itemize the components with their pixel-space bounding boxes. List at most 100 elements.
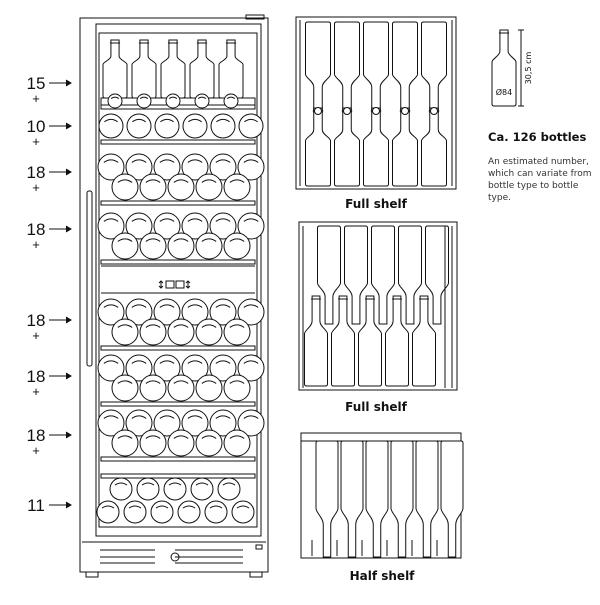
bottle-base-shine [159, 304, 175, 308]
shelf-upright-bottles [100, 39, 256, 109]
bottle-base-shine [236, 505, 250, 509]
bottle-base [97, 409, 125, 437]
shelf-rail [100, 259, 256, 265]
bottle-base-shine [131, 218, 147, 222]
bottle-base [231, 500, 255, 524]
half-shelf-view [300, 432, 464, 559]
bottle-base-shine [215, 304, 231, 308]
bottle-base [97, 212, 125, 240]
shelf-double-row-e [97, 409, 265, 457]
bottle-base [237, 298, 265, 326]
cork [430, 107, 438, 115]
bottle [334, 107, 360, 187]
bottle-base [125, 212, 153, 240]
bottle [160, 39, 186, 99]
wine-cabinet-front [79, 14, 269, 578]
bottle-base-shine [197, 96, 207, 99]
bottle-base [181, 298, 209, 326]
shelf-count-value: 10 [27, 117, 46, 136]
shelf-count-value: 15 [27, 74, 46, 93]
bottle-base [195, 429, 223, 457]
bottle-base-shine [132, 118, 146, 123]
shelf-count-plus: + [32, 443, 40, 458]
door-handle [86, 190, 93, 367]
full-shelf-view-middle [298, 221, 458, 391]
shelf-count-value: 11 [27, 496, 45, 515]
bottle-base [167, 318, 195, 346]
bottle-base [181, 354, 209, 382]
bottle-base [209, 354, 237, 382]
bottle-base [111, 374, 139, 402]
bottle-inverted [425, 225, 449, 325]
bottle-inverted [390, 440, 414, 558]
bottle-base [217, 477, 241, 501]
bottle-base-shine [117, 435, 133, 439]
bottle-base [139, 429, 167, 457]
door-frame [95, 23, 262, 537]
bottle-base-shine [145, 435, 161, 439]
bottle-base-shine [173, 179, 189, 183]
bottle-base-shine [160, 118, 174, 123]
bottle-diameter-label: Ø84 [496, 87, 512, 97]
bottle-base-shine [173, 238, 189, 242]
bottle-base [237, 354, 265, 382]
shelf-double-row-b [97, 212, 265, 260]
bottle-base-shine [243, 159, 259, 163]
bottle-inverted [305, 21, 331, 113]
bottle-base-shine [155, 505, 169, 509]
bottle-base [153, 212, 181, 240]
caption-half-shelf: Half shelf [349, 569, 415, 583]
bottle-inverted [334, 21, 360, 113]
arrowhead-icon [65, 122, 72, 130]
bottle-base-shine [145, 380, 161, 384]
bottle-base [238, 113, 264, 139]
bottle-base [107, 93, 123, 109]
bottle-base [177, 500, 201, 524]
bottle-base-shine [117, 324, 133, 328]
shelf-count-plus: + [32, 328, 40, 343]
bottle-base-shine [215, 218, 231, 222]
bottle [102, 39, 128, 99]
bottle-base-shine [131, 360, 147, 364]
caption-full-shelf-top: Full shelf [345, 197, 407, 211]
bottle-inverted [315, 440, 339, 558]
shelf-view-frame [298, 221, 458, 391]
bottle-base [195, 374, 223, 402]
foot-right [249, 571, 263, 578]
vent-grille [100, 544, 263, 564]
capacity-note: An estimated number, which can variate f… [488, 157, 592, 203]
shelf-rail [100, 473, 256, 479]
bottle-base [126, 113, 152, 139]
bottle-base [139, 318, 167, 346]
bottle [331, 295, 355, 387]
bottle-base-shine [215, 415, 231, 419]
bottle-base-shine [141, 482, 155, 486]
bottle-base-shine [145, 238, 161, 242]
bottle-base-shine [145, 179, 161, 183]
bottle-base-shine [201, 435, 217, 439]
bottle-base [209, 409, 237, 437]
bottle-base [125, 298, 153, 326]
shelf-count-plus: + [32, 180, 40, 195]
bottle-base [125, 354, 153, 382]
bottle-base [190, 477, 214, 501]
arrowhead-icon [65, 431, 72, 439]
bottle-base-shine [103, 159, 119, 163]
bottle-base-shine [216, 118, 230, 123]
bottle-base [167, 429, 195, 457]
shelf-count-value: 18 [27, 367, 46, 386]
bottle-base [223, 232, 251, 260]
bottle-inverted [317, 225, 341, 325]
bottle-base-shine [117, 380, 133, 384]
bottle-base [209, 153, 237, 181]
bottle [218, 39, 244, 99]
bottle-base-shine [215, 159, 231, 163]
bottle-base [167, 232, 195, 260]
shelf-count-value: 18 [27, 426, 46, 445]
bottle-base [139, 232, 167, 260]
bottle-base [167, 173, 195, 201]
bottle-base-shine [187, 218, 203, 222]
bottle [491, 29, 517, 107]
bottle-base [182, 113, 208, 139]
bottle [131, 39, 157, 99]
